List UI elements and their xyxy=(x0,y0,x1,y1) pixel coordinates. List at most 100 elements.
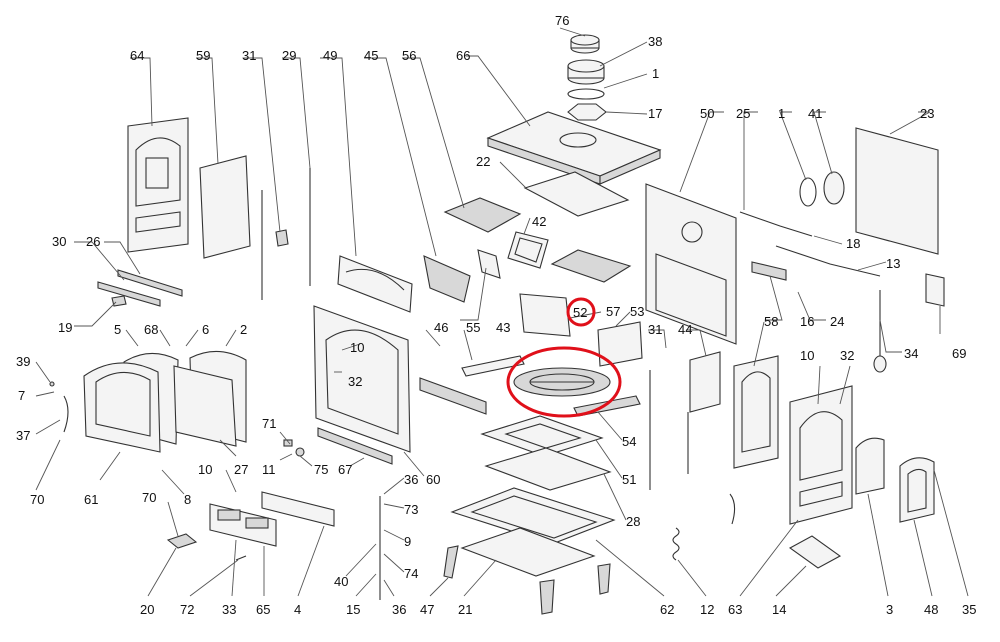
part-drawing-13-rod xyxy=(775,245,881,277)
label-55: 55 xyxy=(466,320,480,335)
label-10: 10 xyxy=(350,340,364,355)
label-16: 16 xyxy=(800,314,814,329)
label-38: 38 xyxy=(648,34,662,49)
part-drawing-1-gasket xyxy=(567,88,605,100)
label-31b: 31 xyxy=(648,322,662,337)
label-14: 14 xyxy=(772,602,786,617)
part-drawing-49 xyxy=(337,255,413,313)
label-54: 54 xyxy=(622,434,636,449)
part-drawing-31 xyxy=(275,229,289,247)
label-43: 43 xyxy=(496,320,510,335)
label-17: 17 xyxy=(648,106,662,121)
part-drawing-16 xyxy=(751,261,787,281)
label-72: 72 xyxy=(180,602,194,617)
label-10c: 10 xyxy=(198,462,212,477)
label-71: 71 xyxy=(262,416,276,431)
part-drawing-leg-front xyxy=(539,579,555,615)
label-8: 8 xyxy=(184,492,191,507)
label-74: 74 xyxy=(404,566,418,581)
part-drawing-leg-right xyxy=(597,563,611,595)
label-2: 2 xyxy=(240,322,247,337)
label-36b: 36 xyxy=(392,602,406,617)
label-39: 39 xyxy=(16,354,30,369)
part-drawing-12 xyxy=(672,527,680,561)
label-23: 23 xyxy=(920,106,934,121)
part-drawing-27 xyxy=(173,365,237,447)
label-27: 27 xyxy=(234,462,248,477)
label-41: 41 xyxy=(808,106,822,121)
label-70b: 70 xyxy=(142,490,156,505)
label-65: 65 xyxy=(256,602,270,617)
label-56: 56 xyxy=(402,48,416,63)
label-5: 5 xyxy=(114,322,121,337)
part-drawing-26 xyxy=(117,269,183,297)
part-drawing-60 xyxy=(313,305,411,453)
label-24: 24 xyxy=(830,314,844,329)
label-9: 9 xyxy=(404,534,411,549)
part-drawing-34 xyxy=(873,290,887,373)
part-drawing-1-ring xyxy=(799,177,817,207)
part-drawing-52-grate xyxy=(513,367,611,397)
label-68: 68 xyxy=(144,322,158,337)
label-34: 34 xyxy=(904,346,918,361)
part-drawing-67 xyxy=(317,427,393,465)
part-drawing-38 xyxy=(567,59,605,85)
label-26: 26 xyxy=(86,234,100,249)
part-drawing-64 xyxy=(127,117,189,253)
label-67: 67 xyxy=(338,462,352,477)
label-45: 45 xyxy=(364,48,378,63)
part-drawing-44 xyxy=(689,351,721,413)
label-47: 47 xyxy=(420,602,434,617)
part-drawing-17 xyxy=(567,103,607,121)
label-64: 64 xyxy=(130,48,144,63)
label-36: 36 xyxy=(404,472,418,487)
leader-lines xyxy=(35,27,969,597)
label-20: 20 xyxy=(140,602,154,617)
part-drawing-25 xyxy=(739,211,813,237)
label-32: 32 xyxy=(348,374,362,389)
label-70: 70 xyxy=(30,492,44,507)
part-drawing-55 xyxy=(461,355,525,377)
part-drawing-47-leg xyxy=(443,545,459,579)
highlight-ellipse-52-part xyxy=(506,346,622,418)
label-50: 50 xyxy=(700,106,714,121)
part-drawing-45 xyxy=(423,255,471,303)
part-drawing-4 xyxy=(261,491,335,527)
part-drawing-52-panel xyxy=(519,293,571,337)
part-drawing-19 xyxy=(111,295,127,307)
part-drawing-61 xyxy=(83,362,161,453)
part-drawing-23 xyxy=(855,127,939,255)
part-drawing-3 xyxy=(855,437,885,495)
label-31: 31 xyxy=(242,48,256,63)
label-28: 28 xyxy=(626,514,640,529)
label-44: 44 xyxy=(678,322,692,337)
label-58: 58 xyxy=(764,314,778,329)
label-52: 52 xyxy=(573,305,587,320)
label-37: 37 xyxy=(16,428,30,443)
label-25: 25 xyxy=(736,106,750,121)
label-22: 22 xyxy=(476,154,490,169)
part-drawing-59 xyxy=(199,155,251,259)
label-19: 19 xyxy=(58,320,72,335)
label-33: 33 xyxy=(222,602,236,617)
label-1: 1 xyxy=(652,66,659,81)
label-10b: 10 xyxy=(800,348,814,363)
label-32b: 32 xyxy=(840,348,854,363)
part-drawing-48 xyxy=(899,457,935,523)
part-drawing-63 xyxy=(789,385,853,525)
part-drawing-56 xyxy=(443,197,522,233)
part-drawing-70-handle xyxy=(729,493,736,525)
part-drawing-22 xyxy=(523,171,630,217)
part-labels: 76 38 1 17 66 64 59 31 29 49 45 56 22 42… xyxy=(16,13,976,617)
label-73: 73 xyxy=(404,502,418,517)
label-62: 62 xyxy=(660,602,674,617)
label-66: 66 xyxy=(456,48,470,63)
label-49: 49 xyxy=(323,48,337,63)
label-76: 76 xyxy=(555,13,569,28)
label-75: 75 xyxy=(314,462,328,477)
part-drawing-46 xyxy=(419,377,487,415)
part-drawing-76 xyxy=(570,34,600,54)
part-drawing-58 xyxy=(733,355,779,469)
label-69: 69 xyxy=(952,346,966,361)
